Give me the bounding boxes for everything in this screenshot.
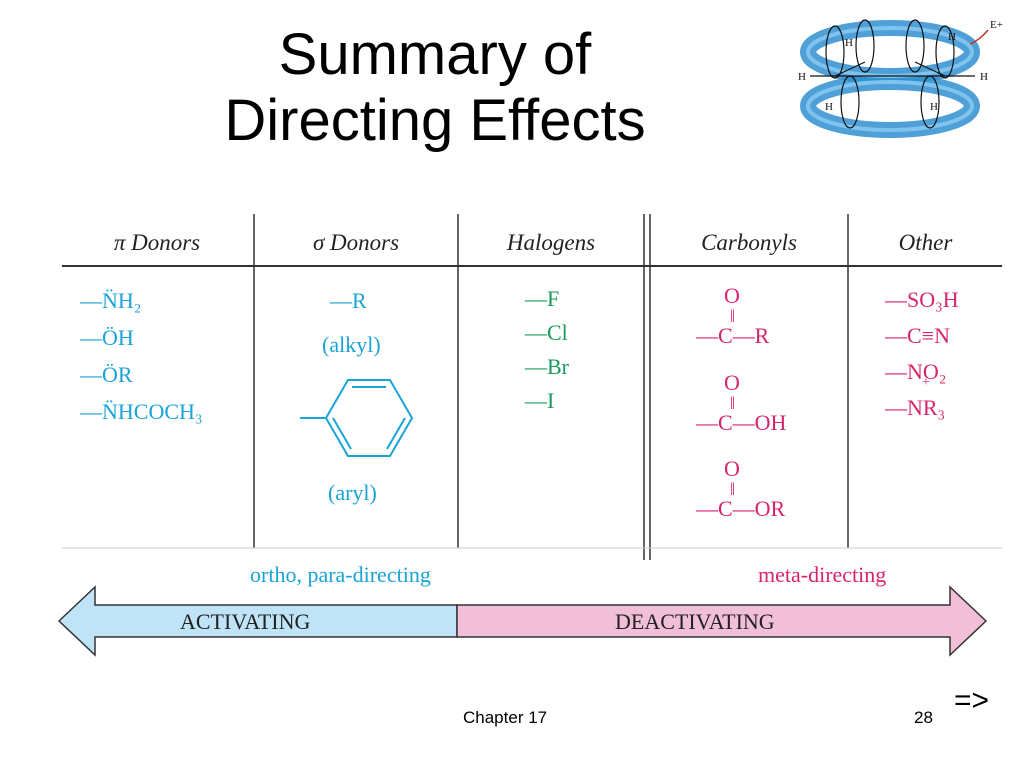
other-item: —NO₂ <box>885 359 947 384</box>
footer-chapter: Chapter 17 <box>463 708 548 727</box>
electrophile-label: E+ <box>990 19 1003 31</box>
sigma-alkyl-group: —R <box>330 288 367 313</box>
deactivating-arrow-half <box>456 585 988 657</box>
double-bond-icon: ‖ <box>730 479 736 499</box>
halogen-item: —I <box>525 388 555 413</box>
sigma-alkyl-label: (alkyl) <box>322 332 381 357</box>
other-item: —C≡N <box>885 323 950 348</box>
pi-donor-item: —N̈HCOCH₃ <box>80 399 203 424</box>
halogen-item: —Cl <box>525 320 568 345</box>
carbonyl-formula: —C—R <box>696 323 770 348</box>
carbonyl-ketone: O ‖ —C—R <box>696 283 769 349</box>
ring-h-bl: H <box>825 101 833 113</box>
title-line-2: Directing Effects <box>224 88 646 153</box>
ring-h-tr: H <box>948 31 956 43</box>
pi-donor-item: —ÖR <box>80 362 133 387</box>
carbonyl-oxygen: O <box>724 283 740 308</box>
carbonyl-oxygen: O <box>724 456 740 481</box>
benzene-ring-icon <box>300 379 414 457</box>
pi-donor-list: —N̈H₂ —ÖH —ÖR —N̈HCOCH₃ <box>80 282 203 430</box>
other-item: —NR₃ <box>885 395 946 420</box>
ring-h-right: H <box>980 71 988 83</box>
double-bond-icon: ‖ <box>730 393 736 413</box>
header-sigma-donors: σ Donors <box>312 230 400 255</box>
header-other: Other <box>898 230 953 255</box>
activating-label: ACTIVATING <box>180 609 311 634</box>
header-pi-donors: π Donors <box>113 230 201 255</box>
header-carbonyls: Carbonyls <box>701 230 797 255</box>
pi-electron-ring-icon: H H H H H H E+ <box>798 19 1003 138</box>
table-grid <box>62 214 1002 560</box>
double-bond-icon: ‖ <box>730 306 736 326</box>
carbonyl-acid: O ‖ —C—OH <box>696 370 786 436</box>
page-number: 28 <box>914 708 933 727</box>
carbonyl-formula: —C—OH <box>696 410 787 435</box>
meta-label: meta-directing <box>758 562 887 587</box>
sigma-aryl-label: (aryl) <box>328 480 377 505</box>
deactivating-label: DEACTIVATING <box>615 609 775 634</box>
carbonyl-oxygen: O <box>724 370 740 395</box>
halogen-item: —Br <box>525 354 569 379</box>
ring-h-br: H <box>930 101 938 113</box>
pi-donor-item: —N̈H₂ <box>80 288 142 313</box>
ortho-para-label: ortho, para-directing <box>250 562 431 587</box>
header-halogens: Halogens <box>506 230 596 255</box>
other-list: —SO₃H —C≡N —NO₂ —NR₃ <box>885 282 959 426</box>
carbonyl-formula: —C—OR <box>696 496 786 521</box>
halogen-item: —F <box>525 286 560 311</box>
title-line-1: Summary of <box>278 22 592 87</box>
slide-title: Summary of Directing Effects <box>170 22 700 154</box>
ring-h-tl: H <box>845 37 853 49</box>
pi-donor-item: —ÖH <box>80 325 134 350</box>
carbonyl-ester: O ‖ —C—OR <box>696 456 785 522</box>
activation-arrow <box>57 585 988 657</box>
halogen-list: —F —Cl —Br —I <box>525 282 569 418</box>
ring-h-left: H <box>798 71 806 83</box>
charge-plus: + <box>922 375 930 390</box>
next-slide-link[interactable]: => <box>954 684 990 717</box>
other-item: —SO₃H <box>885 287 959 312</box>
